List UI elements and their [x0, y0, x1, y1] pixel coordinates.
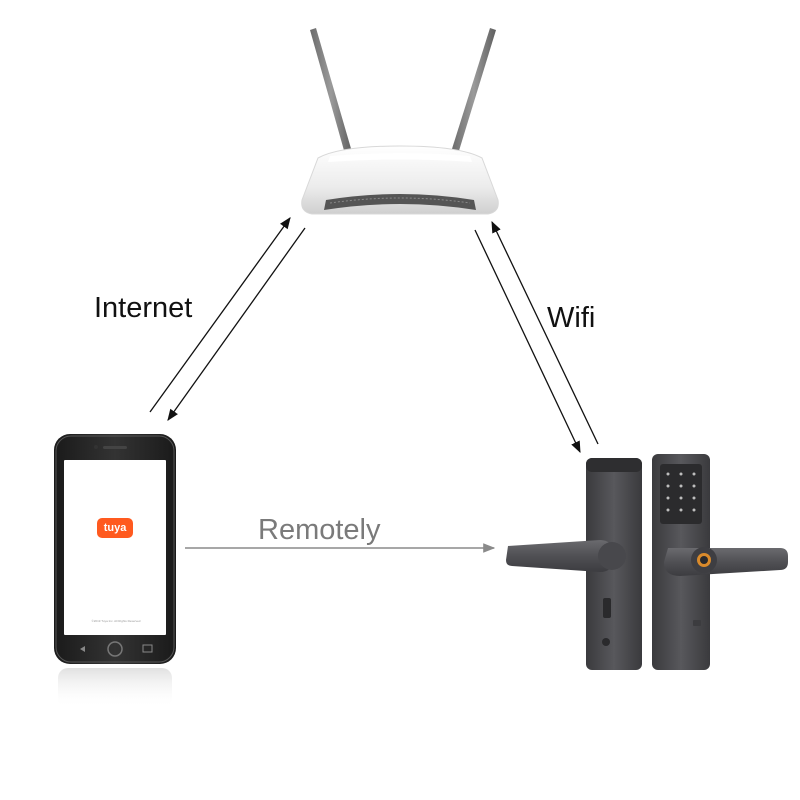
wifi-arrows: [474, 220, 599, 454]
tuya-app-logo: tuya: [97, 518, 133, 538]
phone-footnote: ©2019 Tuya Inc. All Rights Reserved: [91, 619, 141, 623]
wifi-router-icon: [301, 28, 499, 215]
arrow-router-to-lock: [474, 229, 581, 454]
arrow-lock-to-router: [491, 220, 599, 445]
internet-arrows: [149, 217, 306, 421]
internet-label: Internet: [94, 292, 193, 324]
smart-door-lock-icon: [506, 454, 788, 670]
arrow-phone-to-router: [149, 217, 291, 413]
arrow-router-to-phone: [167, 227, 306, 421]
remotely-label: Remotely: [258, 514, 381, 546]
wifi-label: Wifi: [547, 302, 596, 334]
smartphone-icon: [54, 434, 176, 708]
